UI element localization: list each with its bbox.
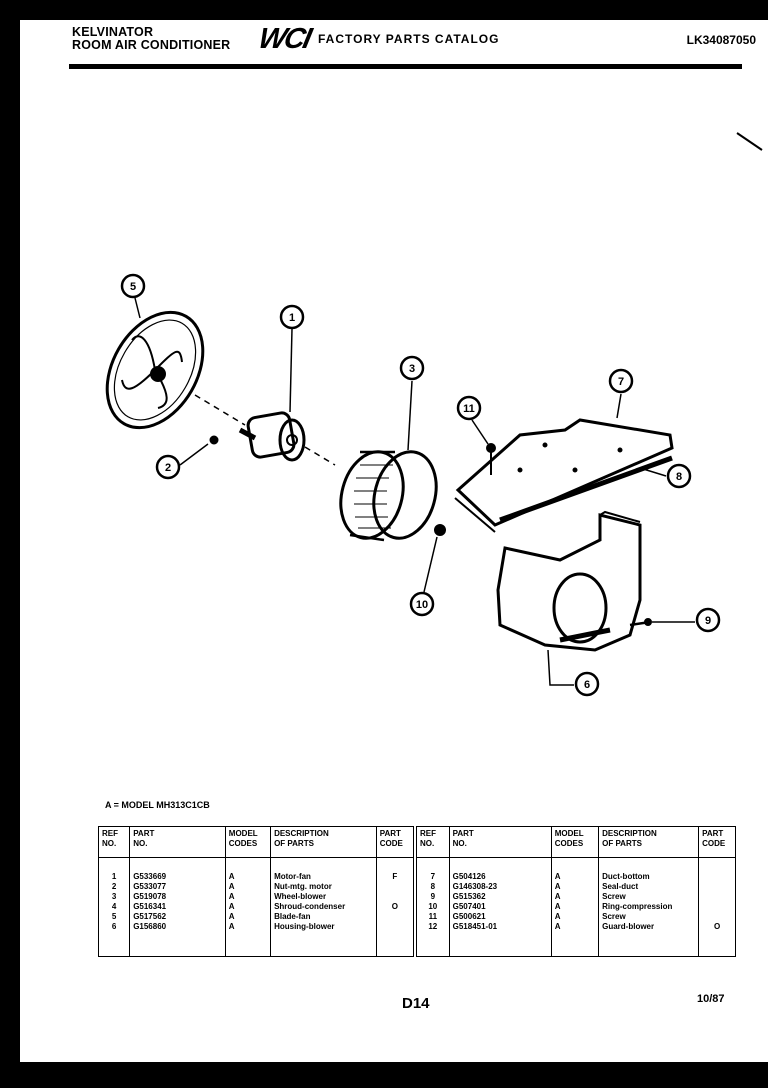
compression-ring-part — [434, 524, 446, 536]
callout-1: 1 — [279, 304, 305, 330]
svg-text:3: 3 — [409, 363, 415, 375]
svg-text:11: 11 — [463, 403, 475, 415]
page-number: D14 — [402, 995, 430, 1012]
header-brand: KELVINATOR ROOM AIR CONDITIONER — [72, 26, 230, 52]
blower-housing-part — [496, 510, 642, 652]
motor-part — [194, 394, 336, 466]
svg-text:7: 7 — [618, 376, 624, 388]
brand-line-1: KELVINATOR — [72, 25, 154, 39]
screw-11-part — [486, 443, 496, 475]
callout-8: 8 — [666, 463, 692, 489]
nut-part — [209, 435, 219, 445]
svg-text:6: 6 — [584, 679, 590, 691]
svg-text:8: 8 — [676, 471, 682, 483]
exploded-parts-diagram: 1 2 3 6 5 7 8 9 10 11 — [105, 132, 763, 697]
callout-6: 6 — [574, 671, 600, 697]
blower-wheel-part — [339, 450, 438, 542]
svg-text:9: 9 — [705, 615, 711, 627]
callout-9: 9 — [695, 607, 721, 633]
brand-line-2: ROOM AIR CONDITIONER — [72, 38, 231, 52]
callout-11: 11 — [456, 395, 482, 421]
svg-text:5: 5 — [130, 281, 136, 293]
header-rule — [69, 64, 742, 69]
catalog-title: FACTORY PARTS CATALOG — [318, 32, 500, 46]
callout-5: 5 — [120, 273, 146, 299]
fan-blade-part — [105, 310, 205, 430]
duct-bottom-part — [454, 418, 674, 533]
svg-text:1: 1 — [289, 312, 295, 324]
screw-9-part — [629, 618, 652, 627]
svg-text:2: 2 — [165, 462, 171, 474]
seal-duct-part — [499, 455, 673, 523]
revision-date: 10/87 — [697, 993, 725, 1005]
callout-10: 10 — [409, 591, 435, 617]
col-code: F O — [375, 857, 415, 957]
callout-2: 2 — [155, 454, 181, 480]
svg-text:10: 10 — [416, 599, 428, 611]
col-code: O — [698, 857, 736, 957]
model-line: A = MODEL MH313C1CB — [105, 800, 210, 810]
callout-7: 7 — [608, 368, 634, 394]
catalog-number: LK34087050 — [686, 33, 756, 47]
callout-3: 3 — [399, 355, 425, 381]
